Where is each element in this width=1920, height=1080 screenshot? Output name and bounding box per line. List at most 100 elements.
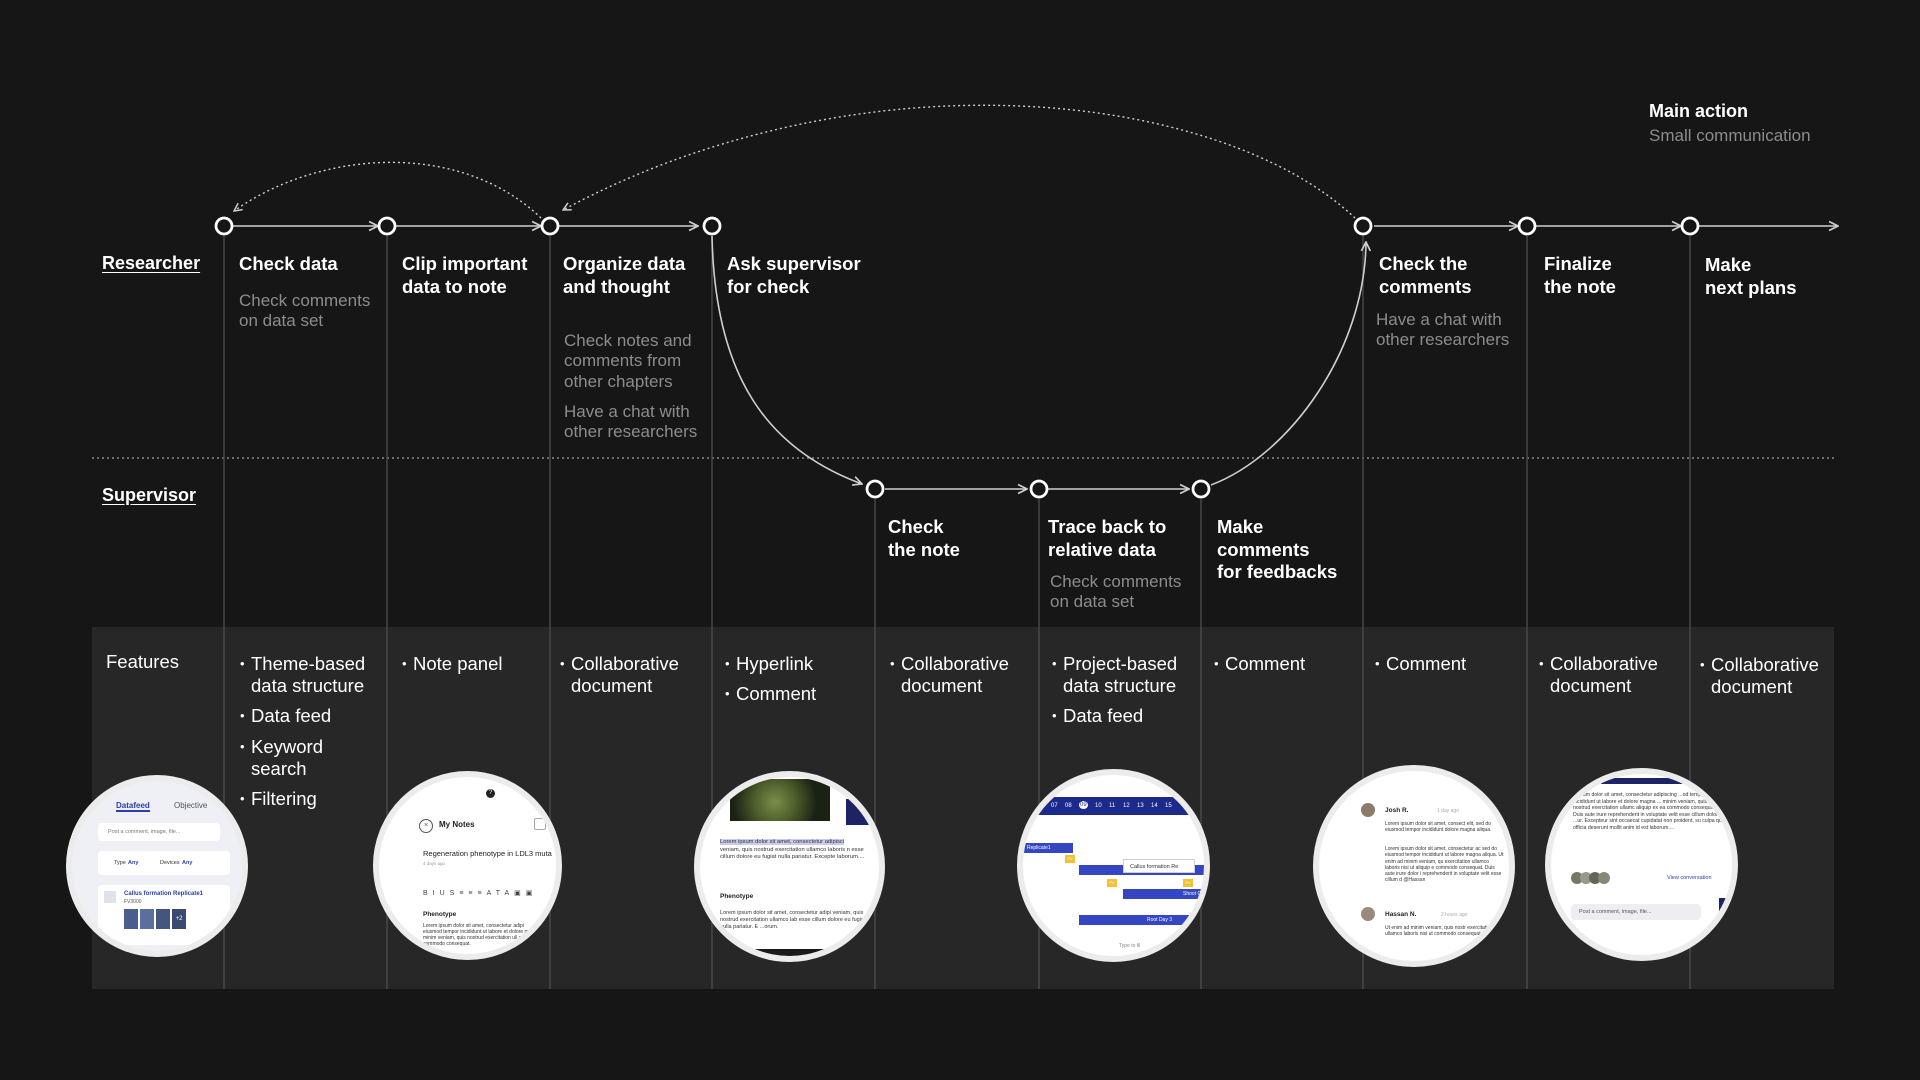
step-title: Trace back to relative data [1048,516,1167,560]
doc-body-2: Lorem ipsum dolor sit amet, consectetur … [720,910,866,931]
gantt-bar: Root Day 3 [1079,915,1194,925]
data-item-card: Callus formation Replicate1 FV3000 +2 [98,885,230,945]
legend-small-communication: Small communication [1649,126,1811,145]
node-ask-supervisor [702,216,722,236]
feature-item: Comment [1214,653,1305,675]
comment-text: Lorem ipsum dolor sit amet, consectetur … [1385,846,1504,884]
main-arrow [1210,242,1366,486]
item-image [124,909,138,929]
feature-item: Hyperlink [725,653,816,675]
feature-item: Project-based data structure [1052,653,1177,697]
avatar [1361,907,1375,921]
pv-tag: PV [1183,879,1193,887]
tab-objective: Objective [174,801,208,810]
lock-icon [534,818,546,830]
step-note: Have a chat with other researchers [564,402,698,442]
feature-item: Data feed [1052,705,1177,727]
small-comm-arrow [234,161,542,219]
comment-author: Josh R. [1385,807,1409,814]
day-label: 07 [1051,803,1058,809]
feature-item: Collaborative document [1539,653,1658,697]
feature-item: Filtering [240,788,365,810]
side-strip [1719,898,1731,914]
node-clip-data [377,216,397,236]
feature-list: Collaborative document [1539,653,1658,705]
timeline-header: 07 08 09 10 11 12 13 14 15 [1023,797,1204,815]
comment-input: Post a comment, image, file... [98,823,220,841]
feature-list: Theme-based data structure Data feed Key… [240,653,365,818]
comment-text: Lorem ipsum dolor sit amet, consect elit… [1385,821,1492,834]
image-thumb [846,799,876,825]
step-title: Check data [239,253,338,274]
node-check-note [865,479,885,499]
note-meta: 4 days ago [423,861,446,866]
small-comm-arrow [563,104,1356,219]
note-body: Lorem ipsum dolor sit amet, consectetur … [423,923,536,947]
small-comm-arcs [234,104,1356,219]
close-icon: × [419,819,433,833]
lane-researcher: Researcher [102,253,201,273]
features-title: Features [106,651,180,672]
feature-item: Comment [725,683,816,705]
node-check-comments [1353,216,1373,236]
avatar [1361,803,1375,817]
feature-list: Collaborative document [890,653,1009,705]
step-title: Organize data and thought [563,253,686,297]
step-note: Check comments on data set [239,291,371,331]
timeline-thumbnail: 07 08 09 10 11 12 13 14 15 Replicate1 PV… [1017,769,1210,962]
feature-list: Project-based data structure Data feed [1052,653,1177,736]
item-title: Callus formation Replicate1 [124,891,204,897]
nodes [214,216,1700,499]
feature-item: Theme-based data structure [240,653,365,697]
filter-type-label: Type [114,860,126,866]
header-strip [1601,778,1691,784]
day-label: 08 [1065,803,1072,809]
notes-title: My Notes [439,820,475,829]
step-title: Clip important data to note [402,253,528,297]
feature-list: Collaborative document [1700,654,1819,706]
image-strip [740,949,850,956]
comment-author: Hassan N. [1385,911,1417,918]
plant-image [730,779,830,821]
conversation-thumbnail: ...psum dolor sit amet, consectetur adip… [1545,768,1738,961]
comment-time: 2 hours ago [1441,912,1468,918]
node-finalize [1517,216,1537,236]
feature-list: Comment [1214,653,1305,683]
filter-devices-value: Any [182,860,193,866]
avatar [1598,872,1610,884]
view-conversation-link[interactable]: View conversation [1667,875,1712,881]
feature-item: Collaborative document [1700,654,1819,698]
step-note: Check comments on data set [1050,572,1182,612]
feature-item: Data feed [240,705,365,727]
comment-text: Ut enim ad minim veniam, quis nostr exer… [1385,925,1493,938]
filter-type-value: Any [128,860,139,866]
feature-item: Keyword search [240,736,365,780]
day-label: 13 [1137,803,1144,809]
day-label: 12 [1123,803,1130,809]
main-arrow [711,235,862,484]
step-title: Ask supervisor for check [727,253,861,297]
comment-input[interactable]: Post a comment, image, file... [1571,904,1701,920]
comment-time: 1 day ago [1437,808,1459,814]
step-note: Have a chat with other researchers [1376,310,1510,350]
feature-list: Hyperlink Comment [725,653,816,713]
node-make-comments [1191,479,1211,499]
day-label: 15 [1165,803,1172,809]
node-check-data [214,216,234,236]
step-note: Check notes and comments from other chap… [564,331,692,391]
hyperlink-highlight: Lorem ipsum dolor sit amet, consectetur … [720,839,845,845]
doc-section: Phenotype [720,893,754,900]
gantt-tooltip: Callus formation Re [1123,859,1195,873]
note-heading: Regeneration phenotype in LDL3 muta [423,849,552,858]
feature-item: Comment [1375,653,1466,675]
filter-devices-label: Devices [160,860,180,866]
gantt-bar: Shoot Gr [1123,889,1204,899]
day-label: 14 [1151,803,1158,809]
help-icon: ? [486,789,495,798]
feature-item: Note panel [402,653,502,675]
hyperlink-thumbnail: Lorem ipsum dolor sit amet, consectetur … [694,771,885,962]
node-organize [540,216,560,236]
item-image [156,909,170,929]
feature-list: Collaborative document [560,653,679,705]
